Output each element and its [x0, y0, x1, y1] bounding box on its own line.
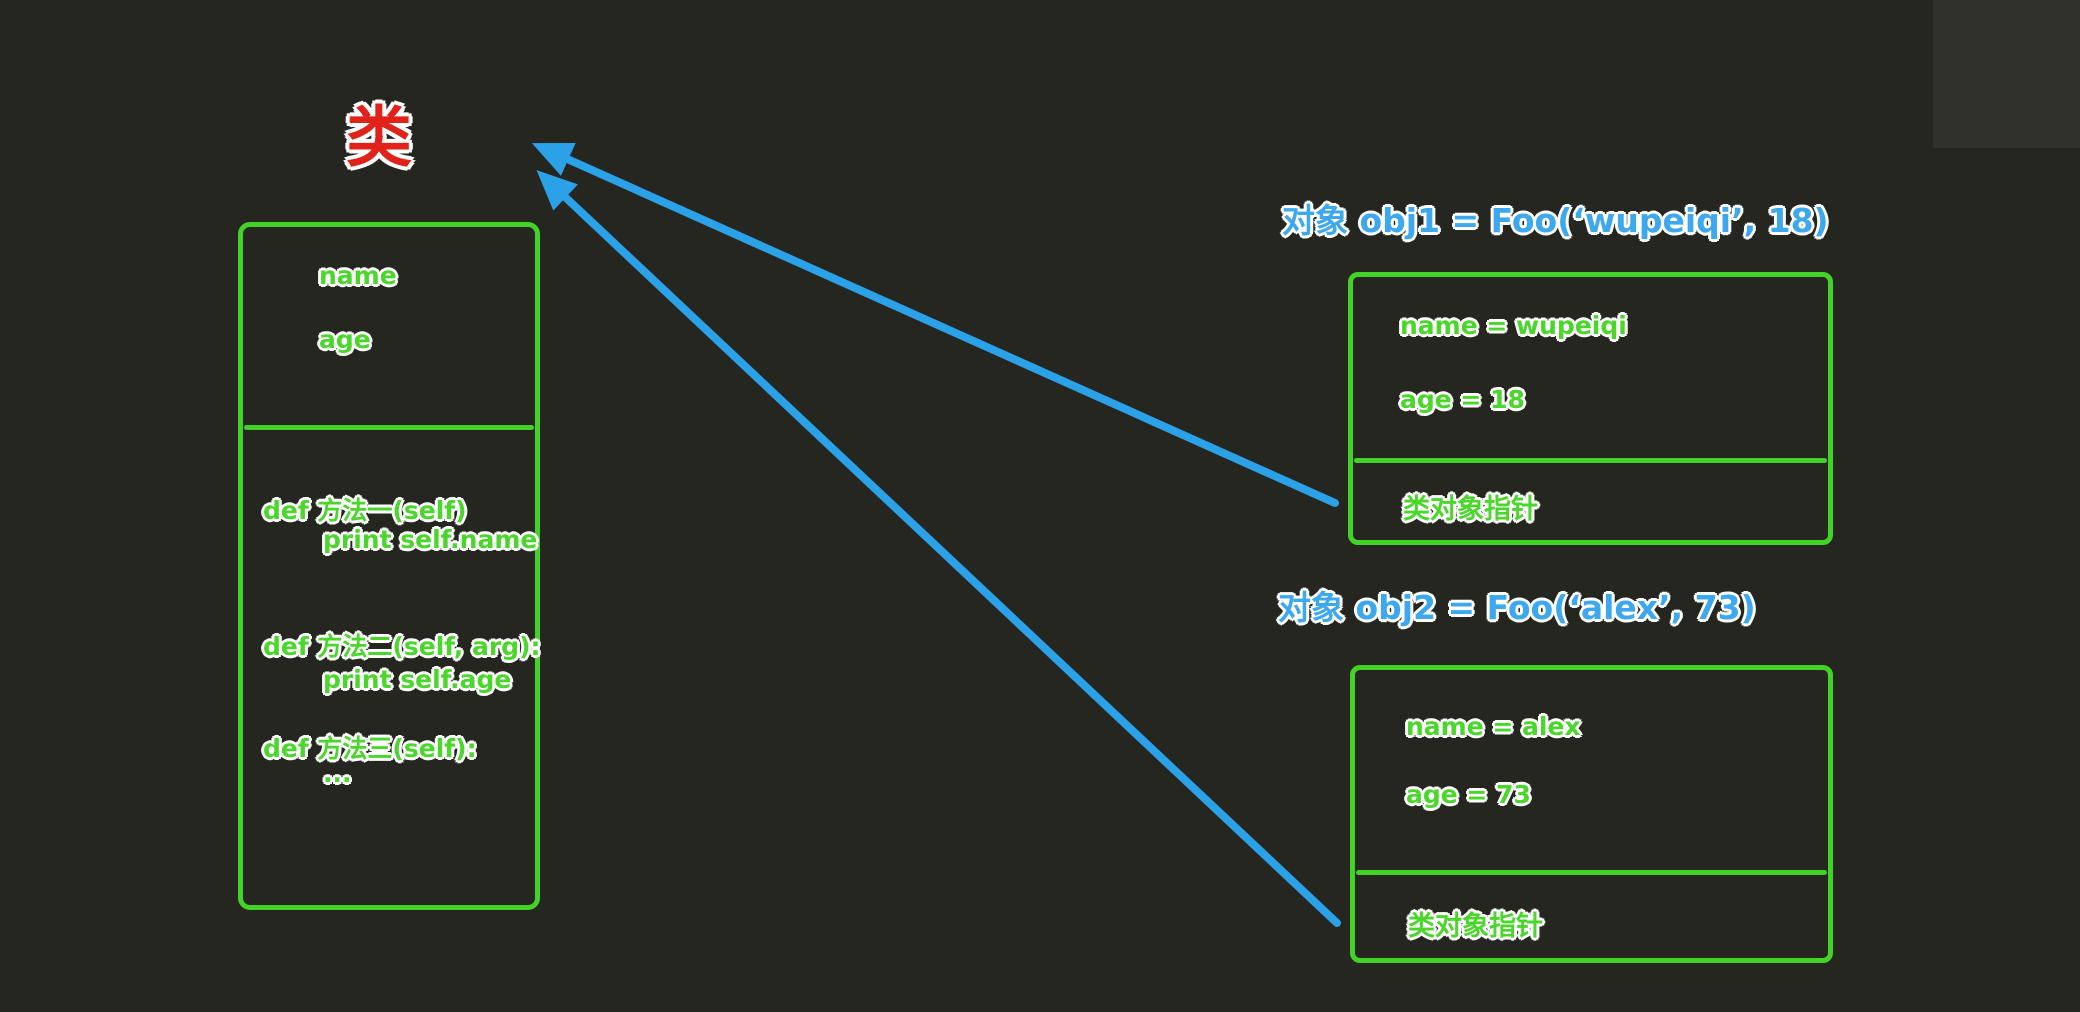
class-label: 类	[346, 99, 414, 176]
method-2-def: def 方法二(self, arg):	[263, 632, 541, 661]
object1-box-divider	[1354, 458, 1827, 463]
arrow-obj2-to-class	[536, 170, 1341, 927]
method-2-body: print self.age	[323, 665, 512, 694]
corner-highlight-rect	[1933, 0, 2080, 148]
object2-field-age: age = 73	[1406, 780, 1531, 809]
object1-box: name = wupeiqi age = 18 类对象指针	[1348, 272, 1833, 545]
class-box-divider	[244, 425, 534, 430]
object2-box-divider	[1356, 870, 1827, 875]
object1-pointer-label: 类对象指针	[1403, 494, 1538, 525]
class-box: name age def 方法一(self) print self.name d…	[238, 222, 541, 910]
method-3-def: def 方法三(self):	[263, 734, 477, 763]
class-attribute-name: name	[319, 261, 397, 290]
class-attribute-age: age	[319, 325, 371, 354]
method-3-body: ...	[323, 759, 352, 788]
object2-box: name = alex age = 73 类对象指针	[1350, 665, 1833, 963]
object2-pointer-label: 类对象指针	[1408, 911, 1543, 942]
arrow-obj1-to-class	[531, 143, 1339, 507]
object1-title: 对象 obj1 = Foo(‘wupeiqi’, 18)	[1282, 201, 1829, 240]
method-1-def: def 方法一(self)	[263, 496, 467, 525]
method-1-body: print self.name	[323, 525, 538, 554]
object1-field-age: age = 18	[1400, 385, 1525, 414]
object1-field-name: name = wupeiqi	[1400, 311, 1627, 340]
object2-title: 对象 obj2 = Foo(‘alex’, 73)	[1278, 588, 1756, 627]
object2-field-name: name = alex	[1406, 712, 1581, 741]
